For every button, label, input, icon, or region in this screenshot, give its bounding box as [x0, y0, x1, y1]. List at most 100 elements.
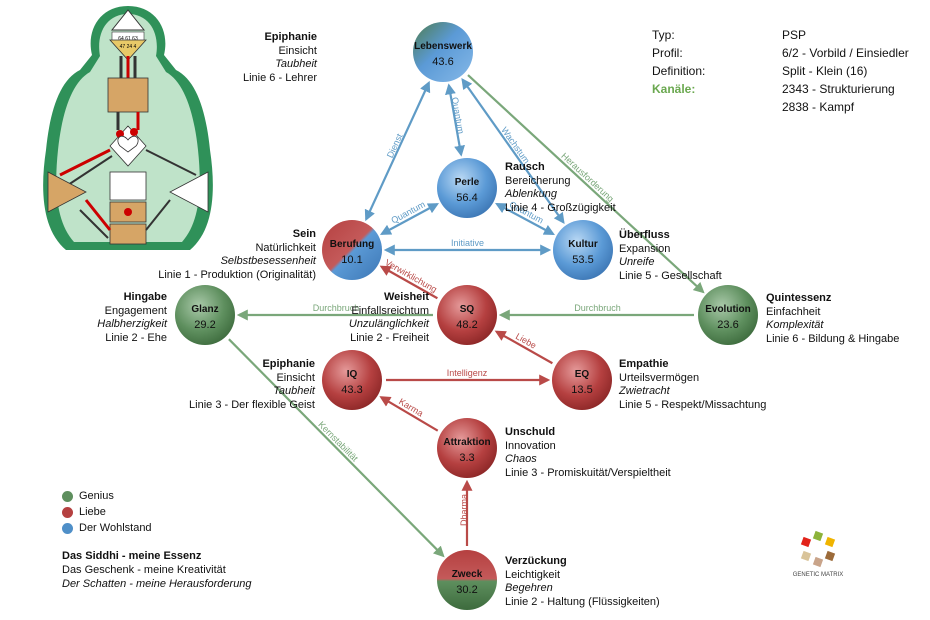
node-sq-value: 48.2 [456, 319, 477, 331]
info-lebenswerk: Epiphanie Einsicht Taubheit Linie 6 - Le… [243, 31, 317, 85]
head-center [110, 9, 146, 31]
edge-lebenswerk-perle [445, 83, 465, 157]
edge-perle-berufung [379, 203, 440, 235]
info-line: Linie 1 - Produktion (Originalität) [158, 268, 316, 281]
info-perle: Rausch Bereicherung Ablenkung Linie 4 - … [505, 161, 616, 215]
info-shadow: Unzulänglichkeit [348, 318, 429, 330]
legend-label: Liebe [79, 506, 106, 518]
attr-profil-label: Profil: [652, 46, 683, 60]
info-gift: Bereicherung [505, 174, 571, 187]
edge-glanz-zweck [228, 338, 445, 558]
edge-sq-berufung [379, 265, 438, 300]
edge-label-initiative: Initiative [451, 238, 484, 248]
info-line: Linie 2 - Freiheit [350, 331, 429, 344]
ajna-gates: 47 24 4 [120, 44, 137, 50]
info-title: Verzückung [505, 555, 567, 567]
edge-attraktion-iq [379, 396, 439, 432]
heart-center [117, 135, 139, 153]
attr-kanal-2: 2838 - Kampf [782, 100, 855, 114]
info-gift: Einfallsreichtum [351, 304, 429, 317]
brand: GENETIC MATRIX [776, 530, 860, 578]
essence-shadow: Der Schatten - meine Herausforderung [62, 578, 252, 590]
essence-key: Das Siddhi - meine Essenz Das Geschenk -… [62, 549, 252, 591]
attr-typ-value: PSP [782, 28, 807, 42]
info-kultur: Überfluss Expansion Unreife Linie 5 - Ge… [619, 229, 722, 283]
info-shadow: Unreife [619, 256, 655, 268]
legend-dot-genius [62, 490, 73, 502]
edge-label-wachstum: Wachstum [499, 125, 532, 165]
attr-definition-label: Definition: [652, 64, 706, 78]
node-lebenswerk-circle [413, 22, 473, 82]
node-sq[interactable]: SQ 48.2 [437, 285, 497, 345]
attr-typ-label: Typ: [652, 28, 675, 42]
info-evolution: Quintessenz Einfachheit Komplexität Lini… [766, 292, 899, 346]
info-title: Hingabe [123, 291, 167, 303]
node-glanz-circle [175, 285, 235, 345]
info-title: Weisheit [383, 291, 429, 303]
info-gift: Einfachheit [766, 305, 821, 318]
info-shadow: Taubheit [273, 385, 315, 397]
brand-name: GENETIC MATRIX [792, 572, 844, 578]
node-berufung-value: 10.1 [341, 254, 362, 266]
info-zweck: Verzückung Leichtigkeit Begehren Linie 2… [505, 555, 660, 609]
node-lebenswerk-value: 43.6 [432, 56, 453, 68]
genetic-matrix-logo-icon [800, 530, 836, 568]
info-shadow: Ablenkung [505, 188, 557, 200]
info-title: Sein [292, 228, 316, 240]
info-shadow: Chaos [505, 453, 537, 465]
root-center [109, 223, 147, 245]
spleen-center [47, 171, 87, 213]
info-gift: Einsicht [278, 44, 317, 57]
legend-item-genius: Genius [62, 488, 152, 504]
info-gift: Innovation [505, 439, 556, 452]
info-gift: Urteilsvermögen [619, 371, 700, 384]
node-iq-circle [322, 350, 382, 410]
info-gift: Expansion [619, 242, 671, 255]
legend: Genius Liebe Der Wohlstand [62, 488, 152, 536]
edge-eq-sq [494, 330, 553, 365]
info-title: Epiphanie [264, 31, 317, 43]
node-kultur-label: Kultur [568, 239, 598, 250]
attr-kanaele-label: Kanäle: [652, 82, 696, 96]
info-glanz: Hingabe Engagement Halbherzigkeit Linie … [97, 291, 167, 345]
edge-label-quantum_top: Quantum [450, 96, 466, 134]
node-zweck-circle [437, 550, 497, 610]
node-eq-label: EQ [575, 369, 590, 380]
node-glanz[interactable]: Glanz 29.2 [175, 285, 235, 345]
info-gift: Leichtigkeit [505, 568, 561, 581]
bodygraph: 64 61 63 47 24 4 www.geneticmatrix.com [43, 6, 213, 254]
legend-dot-wohlstand [62, 522, 73, 534]
node-sq-label: SQ [460, 304, 475, 315]
info-berufung: Sein Natürlichkeit Selbstbesessenheit Li… [158, 228, 316, 282]
node-zweck[interactable]: Zweck 30.2 [437, 550, 497, 610]
info-gift: Engagement [104, 304, 167, 317]
node-zweck-label: Zweck [452, 569, 483, 580]
edge-label-dienst: Dienst [385, 132, 405, 160]
node-glanz-value: 29.2 [194, 319, 215, 331]
node-berufung-circle [322, 220, 382, 280]
edge-label-durchbruch_left: Durchbruch [313, 303, 360, 313]
info-shadow: Halbherzigkeit [97, 318, 167, 330]
info-line: Linie 3 - Promiskuität/Verspieltheit [505, 466, 671, 479]
node-kultur[interactable]: Kultur 53.5 [553, 220, 613, 280]
info-line: Linie 2 - Ehe [105, 331, 167, 344]
node-glanz-label: Glanz [191, 304, 218, 315]
node-eq-circle [552, 350, 612, 410]
sacral-center-upper [109, 171, 147, 201]
node-kultur-value: 53.5 [572, 254, 593, 266]
node-perle-circle [437, 158, 497, 218]
node-sq-circle [437, 285, 497, 345]
attr-definition-value: Split - Klein (16) [782, 64, 868, 78]
edge-perle-kultur [495, 202, 555, 236]
node-zweck-value: 30.2 [456, 584, 477, 596]
node-kultur-circle [553, 220, 613, 280]
node-iq-label: IQ [347, 369, 358, 380]
